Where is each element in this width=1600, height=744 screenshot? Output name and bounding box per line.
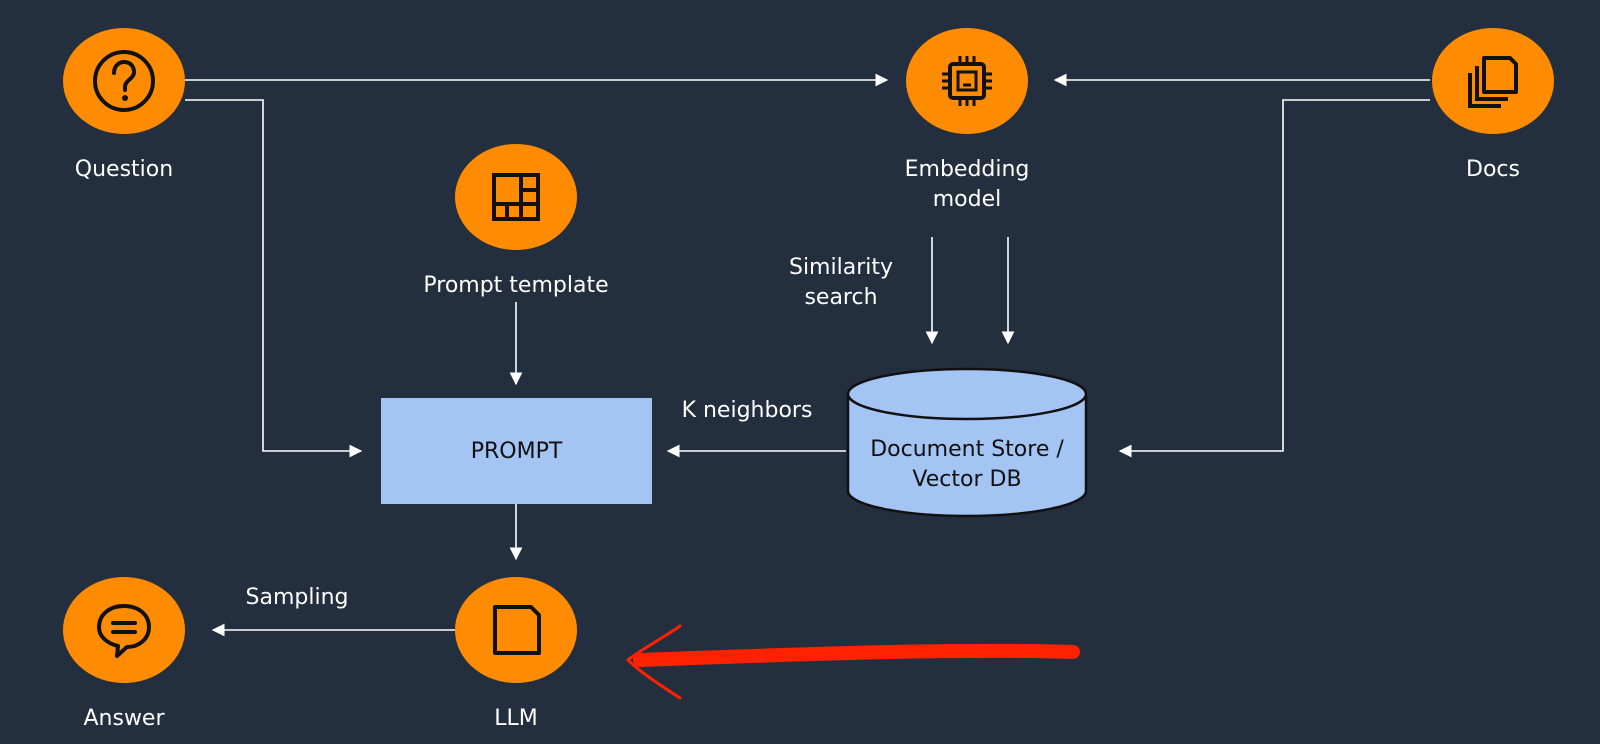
docs-label: Docs <box>1466 157 1520 182</box>
square-icon <box>493 605 541 655</box>
vector-db-label: Document Store / Vector DB <box>848 435 1086 495</box>
embedding-model-node <box>906 28 1028 134</box>
question-icon <box>93 50 155 112</box>
prompt-box-label: PROMPT <box>470 438 563 464</box>
stacked-docs-icon <box>1468 56 1518 108</box>
chip-icon <box>942 56 992 106</box>
red-annotation-arrow <box>625 624 1080 700</box>
answer-label: Answer <box>83 706 165 731</box>
similarity-line1: Similarity <box>788 255 894 280</box>
chat-bubble-icon <box>97 604 151 658</box>
embedding-label-line2: model <box>932 187 1002 212</box>
similarity-line2: search <box>804 285 878 310</box>
embedding-model-label: Embedding model <box>886 155 1048 215</box>
embedding-label-line1: Embedding <box>904 157 1030 182</box>
docs-node <box>1432 28 1554 134</box>
k-neighbors-label: K neighbors <box>681 398 813 423</box>
answer-node <box>63 577 185 683</box>
sampling-label: Sampling <box>245 585 349 610</box>
arrow-docs-to-vectordb <box>1118 99 1430 458</box>
question-node <box>63 28 185 134</box>
arrow-question-to-prompt <box>185 99 363 458</box>
vector-db-line2: Vector DB <box>912 467 1022 492</box>
layout-grid-icon <box>492 173 540 221</box>
prompt-box: PROMPT <box>381 398 652 504</box>
llm-label: LLM <box>494 706 538 731</box>
llm-node <box>455 577 577 683</box>
similarity-search-label: Similarity search <box>771 253 911 313</box>
prompt-template-label: Prompt template <box>423 273 609 298</box>
prompt-template-node <box>455 144 577 250</box>
question-label: Question <box>74 157 174 182</box>
vector-db-cylinder <box>846 367 1088 518</box>
vector-db-line1: Document Store / <box>870 437 1064 462</box>
